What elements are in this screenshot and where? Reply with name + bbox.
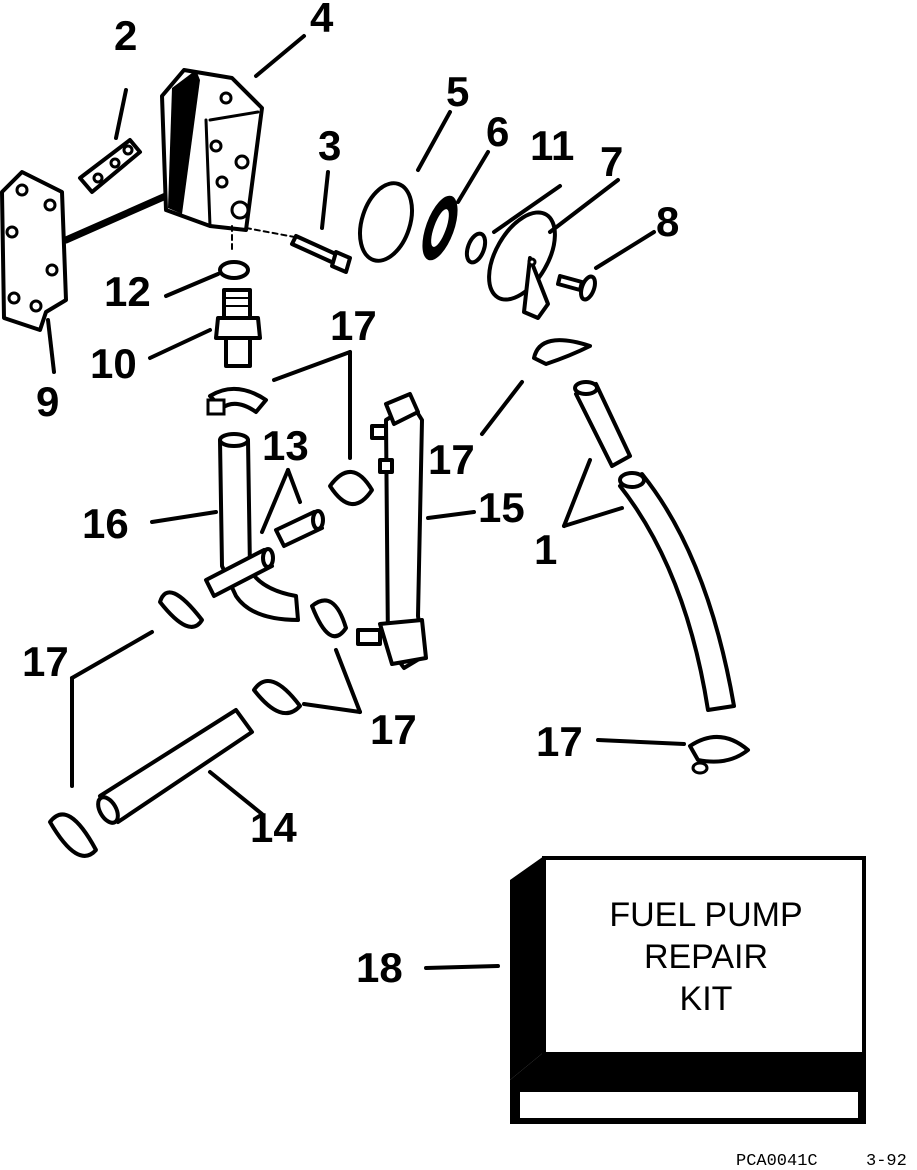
part-6-diaphragm [422, 195, 458, 261]
callout-14: 14 [250, 804, 297, 851]
part-2-gasket [78, 138, 142, 194]
callout-5: 5 [446, 68, 469, 115]
part-13-hose [274, 509, 325, 548]
part-7-cover [487, 210, 557, 320]
part-3-screw [290, 234, 352, 274]
callout-3: 3 [318, 122, 341, 169]
part-17-clamp [206, 387, 268, 416]
callout-2: 2 [114, 12, 137, 59]
callout-16: 16 [82, 500, 129, 547]
part-12-washer [218, 260, 250, 280]
part-10-fitting [214, 288, 262, 368]
part-1-hose [573, 380, 632, 468]
reference-code: PCA0041C [736, 1152, 818, 1170]
kit-label-line-3: KIT [680, 980, 733, 1018]
part-4-pump-body [160, 68, 264, 232]
part-17-clamp [48, 812, 98, 858]
part-17-clamp [328, 469, 374, 507]
date-code: 3-92 [866, 1152, 907, 1170]
callout-13: 13 [262, 422, 309, 469]
callout-15: 15 [478, 484, 525, 531]
callout-4: 4 [310, 0, 334, 41]
part-14-hose [96, 708, 254, 825]
leader-lines [46, 34, 686, 970]
part-15-tube [356, 392, 428, 670]
callout-17: 17 [428, 436, 475, 483]
part-8-screw [556, 274, 597, 302]
callout-11: 11 [530, 122, 574, 169]
part-17-clamp [688, 734, 750, 764]
part-11-ring [464, 231, 488, 265]
part-17-clamp [252, 679, 302, 716]
callout-12: 12 [104, 268, 151, 315]
kit-label-line-2: REPAIR [644, 938, 768, 976]
part-17-clamp [158, 590, 204, 629]
callout-6: 6 [486, 108, 509, 155]
callout-9: 9 [36, 378, 59, 425]
part-17-clamp [310, 598, 348, 639]
callout-8: 8 [656, 198, 679, 245]
part-1-hose [618, 471, 736, 712]
callout-10: 10 [90, 340, 137, 387]
kit-label-line-1: FUEL PUMP [609, 896, 802, 934]
part-18-repair-kit [510, 856, 866, 1124]
part-9-gasket [0, 170, 68, 332]
callout-17: 17 [370, 706, 417, 753]
callout-1: 1 [534, 526, 557, 573]
callout-7: 7 [600, 138, 623, 185]
callout-17: 17 [330, 302, 377, 349]
part-5-o-ring [358, 181, 414, 263]
callout-17: 17 [22, 638, 69, 685]
callout-17: 17 [536, 718, 583, 765]
callout-18: 18 [356, 944, 403, 991]
part-17-clamp [532, 338, 592, 366]
part-13-hose [204, 547, 275, 598]
